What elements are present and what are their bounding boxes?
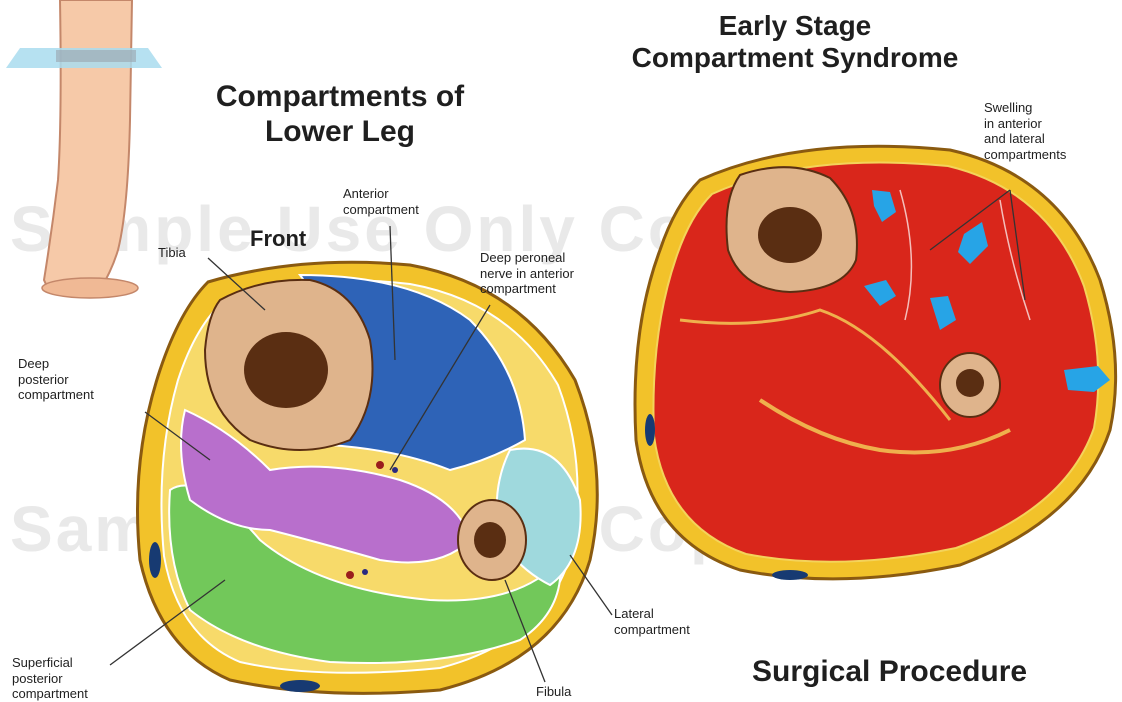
- superficial-posterior-label-line2: posterior: [12, 671, 88, 687]
- swelling-label-line1: Swelling: [984, 100, 1066, 116]
- swelling-label-line2: in anterior: [984, 116, 1066, 132]
- lateral-compartment-label: Lateral compartment: [614, 606, 690, 637]
- compartments-title-line1: Compartments of: [180, 80, 500, 115]
- compartments-title-line2: Lower Leg: [180, 115, 500, 150]
- superficial-posterior-label-line1: Superficial: [12, 655, 88, 671]
- tibia-marrow: [758, 207, 822, 263]
- deep-posterior-compartment-label: Deep posterior compartment: [18, 356, 94, 403]
- swollen-cross-section: [635, 146, 1116, 580]
- deep-posterior-label-line3: compartment: [18, 387, 94, 403]
- compartments-title: Compartments of Lower Leg: [180, 80, 500, 149]
- normal-cross-section: [138, 262, 598, 693]
- lower-leg-illustration: [6, 0, 162, 298]
- surgical-procedure-title: Surgical Procedure: [752, 655, 1027, 690]
- deep-peroneal-nerve-label-line3: compartment: [480, 281, 574, 297]
- anterior-compartment-label-line2: compartment: [343, 202, 419, 218]
- superficial-posterior-label-line3: compartment: [12, 686, 88, 702]
- tibia-marrow: [244, 332, 328, 408]
- deep-posterior-label-line2: posterior: [18, 372, 94, 388]
- early-stage-title: Early Stage Compartment Syndrome: [560, 10, 1030, 74]
- deep-peroneal-nerve-label-line1: Deep peroneal: [480, 250, 574, 266]
- anterior-compartment-label: Anterior compartment: [343, 186, 419, 217]
- early-stage-title-line2: Compartment Syndrome: [560, 42, 1030, 74]
- tibia-label: Tibia: [158, 245, 186, 261]
- deep-posterior-label-line1: Deep: [18, 356, 94, 372]
- lateral-compartment-label-line1: Lateral: [614, 606, 690, 622]
- fibula-label: Fibula: [536, 684, 571, 700]
- deep-peroneal-nerve-label-line2: nerve in anterior: [480, 266, 574, 282]
- vein: [149, 542, 161, 578]
- swollen-muscle: [653, 163, 1098, 562]
- lateral-compartment-label-line2: compartment: [614, 622, 690, 638]
- swelling-label-line3: and lateral: [984, 131, 1066, 147]
- deep-peroneal-nerve-label: Deep peroneal nerve in anterior compartm…: [480, 250, 574, 297]
- vein: [280, 680, 320, 692]
- swelling-label-line4: compartments: [984, 147, 1066, 163]
- swelling-label: Swelling in anterior and lateral compart…: [984, 100, 1066, 162]
- front-label: Front: [250, 226, 306, 251]
- anterior-compartment-label-line1: Anterior: [343, 186, 419, 202]
- superficial-posterior-compartment-label: Superficial posterior compartment: [12, 655, 88, 702]
- early-stage-title-line1: Early Stage: [560, 10, 1030, 42]
